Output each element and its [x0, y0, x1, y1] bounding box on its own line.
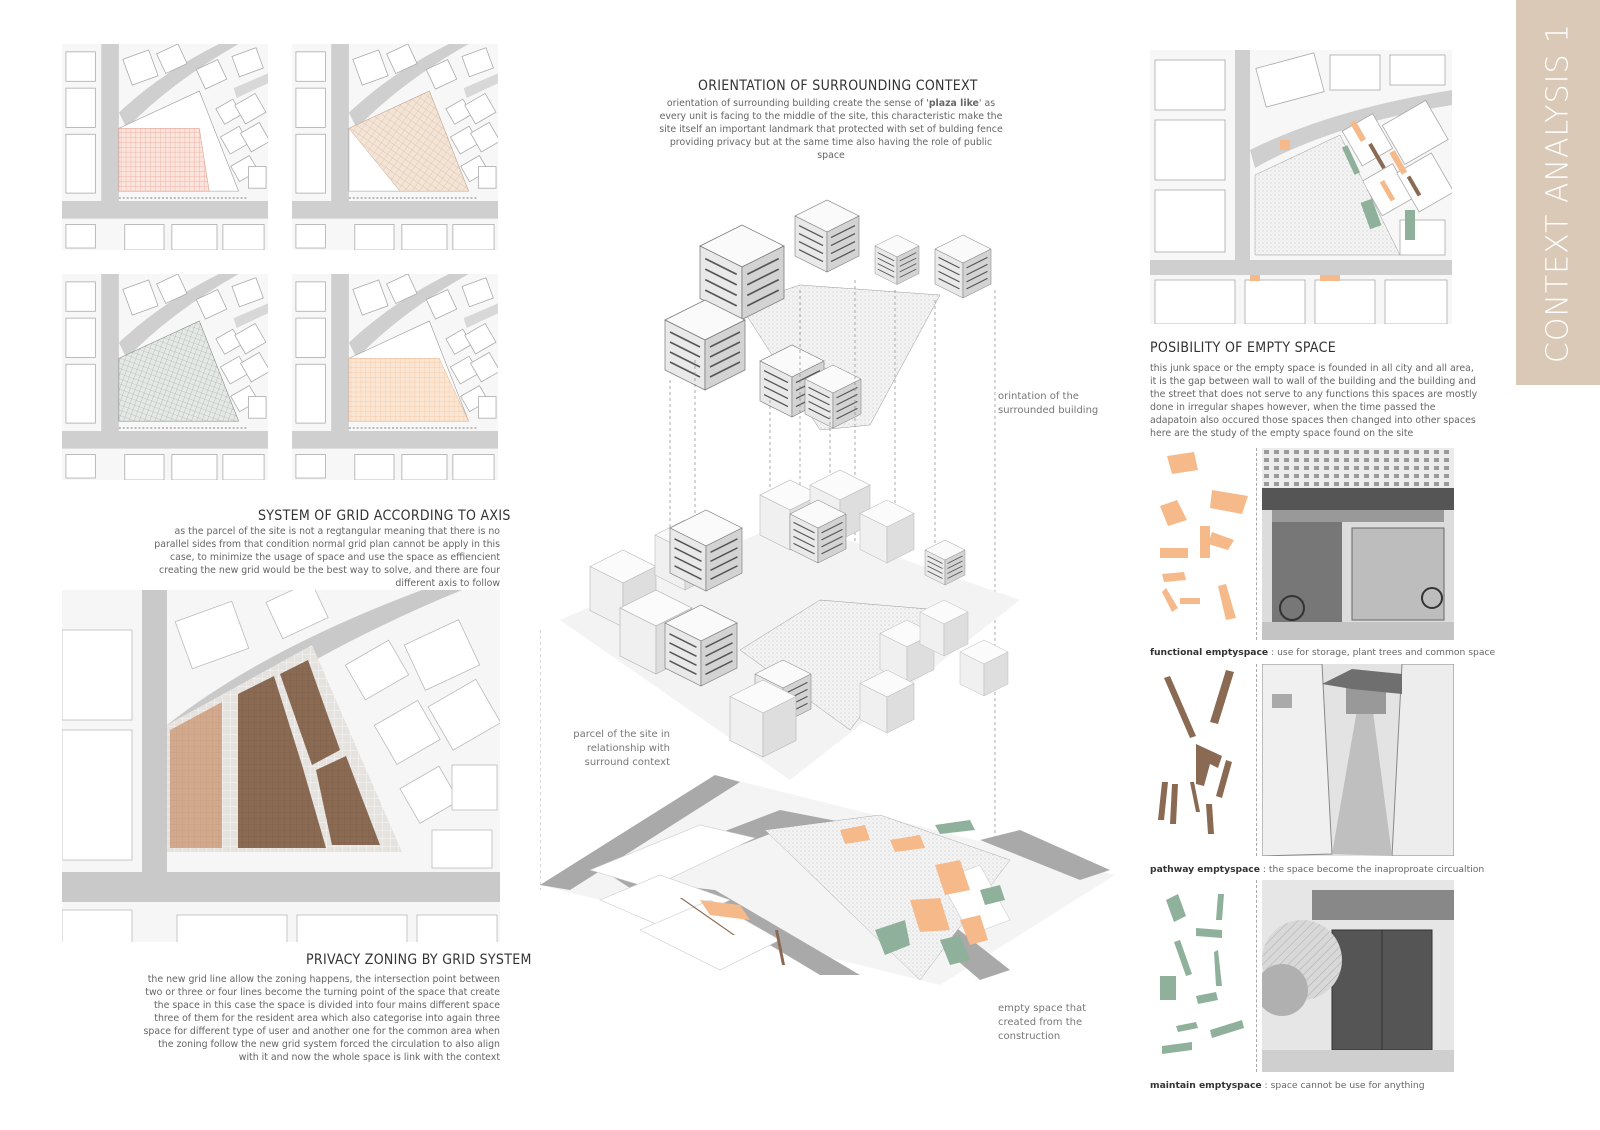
- grid-axis-map-2: [292, 44, 498, 250]
- functional-empty-desc: : use for storage, plant trees and commo…: [1268, 647, 1496, 658]
- sidebar-title: CONTEXT ANALYSIS 1: [1540, 22, 1576, 363]
- grid-section-title: SYSTEM OF GRID ACCORDING TO AXIS: [258, 508, 511, 524]
- functional-empty-photo: [1262, 448, 1454, 640]
- grid-axis-map-4: [292, 274, 498, 480]
- grid-axis-map-1: [62, 44, 268, 250]
- privacy-section-title: PRIVACY ZONING BY GRID SYSTEM: [306, 952, 532, 968]
- iso-site-context: [560, 460, 1020, 780]
- maintain-empty-desc: : space cannot be use for anything: [1261, 1080, 1425, 1091]
- label-parcel: parcel of the site in relationship with …: [573, 729, 670, 768]
- privacy-zoning-map: [62, 590, 500, 942]
- privacy-section-text: the new grid line allow the zoning happe…: [143, 974, 500, 1063]
- label-orientation: orintation of the surrounded building: [998, 391, 1099, 416]
- iso-ground-empty-space: [540, 770, 1120, 990]
- label-empty-space: empty space that created from the constr…: [998, 1003, 1087, 1042]
- pathway-empty-shapes: [1152, 664, 1257, 856]
- maintain-empty-caption: maintain emptyspace : space cannot be us…: [1150, 1080, 1425, 1091]
- functional-empty-shapes: [1152, 448, 1257, 640]
- pathway-empty-caption: pathway emptyspace : the space become th…: [1150, 864, 1484, 875]
- pathway-empty-desc: : the space become the inaproproate circ…: [1260, 864, 1485, 875]
- functional-empty-name: functional emptyspace: [1150, 647, 1269, 658]
- maintain-empty-name: maintain emptyspace: [1150, 1080, 1262, 1091]
- orientation-text-bold: plaza like: [928, 98, 979, 109]
- pathway-empty-photo: [1262, 664, 1454, 856]
- pathway-empty-name: pathway emptyspace: [1150, 864, 1260, 875]
- empty-section-title: POSIBILITY OF EMPTY SPACE: [1150, 340, 1336, 356]
- orientation-section-text: orientation of surrounding building crea…: [656, 97, 1006, 162]
- iso-surrounding-buildings: [620, 195, 1040, 455]
- empty-section-text: this junk space or the empty space is fo…: [1150, 363, 1478, 439]
- orientation-section-title: ORIENTATION OF SURROUNDING CONTEXT: [698, 78, 978, 94]
- orientation-text-after: ' as every unit is facing to the middle …: [659, 98, 1003, 161]
- maintain-empty-shapes: [1152, 880, 1257, 1072]
- grid-section-text: as the parcel of the site is not a regta…: [154, 526, 500, 589]
- empty-space-site-plan: [1150, 50, 1452, 324]
- sidebar-banner: CONTEXT ANALYSIS 1: [1516, 0, 1600, 385]
- orientation-text-before: orientation of surrounding building crea…: [666, 98, 929, 109]
- grid-axis-map-3: [62, 274, 268, 480]
- functional-empty-caption: functional emptyspace : use for storage,…: [1150, 647, 1495, 658]
- maintain-empty-photo: [1262, 880, 1454, 1072]
